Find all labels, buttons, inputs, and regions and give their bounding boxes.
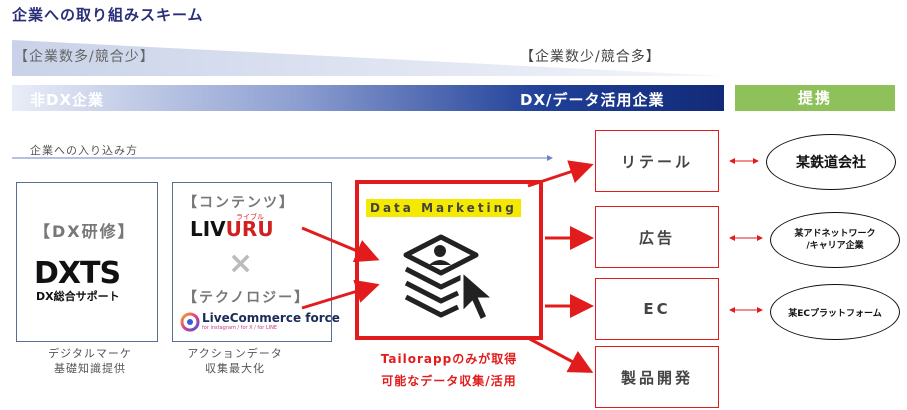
page-title: 企業への取り組みスキーム [12,6,204,24]
dx-training-caption-line1: デジタルマーケ [48,347,132,360]
arrow-dm-to-retail [527,160,594,188]
livuru-logo-small: ライブル [236,213,264,221]
livecommerce-logo-text: LiveCommerce force [202,311,340,325]
category-ec: EC [595,278,719,340]
livuru-logo: LIVURU [190,217,274,241]
category-advertising: 広告 [595,206,719,268]
livecommerce-logo-sub: for instagram / for X / for LINE [202,325,278,331]
dx-training-box [16,182,158,342]
contents-label: 【コンテンツ】 [183,195,295,211]
data-stack-cursor-icon [403,234,498,324]
approach-label: 企業への入り込み方 [30,144,138,157]
dxts-logo-sub: DX総合サポート [36,290,120,303]
arrow-livecommerce-to-dm [301,279,380,310]
category-product-development: 製品開発 [595,346,719,408]
partner-adnetwork-line2: /キャリア企業 [806,241,864,251]
arrow-livuru-to-dm [301,226,380,263]
dxts-logo: DXTS [34,256,121,291]
livuru-logo-accent: URU [225,217,274,241]
data-marketing-label: Data Marketing [366,199,521,217]
scale-label-few: 【企業数少/競合多】 [520,49,661,65]
arrow-dm-to-product [527,336,594,373]
dx-gradient-bar [12,85,724,111]
scale-wedge [12,40,724,76]
livecommerce-logo-icon [180,312,200,332]
data-marketing-caption: Tailorappのみが取得 可能なデータ収集/活用 [355,348,543,392]
cross-icon: × [228,246,254,281]
scale-label-many: 【企業数多/競合少】 [14,49,155,65]
dx-training-caption: デジタルマーケ 基礎知識提供 [26,346,154,376]
dx-training-label: 【DX研修】 [34,222,136,241]
data-marketing-caption-line1: Tailorappのみが取得 [380,352,518,366]
livuru-logo-main: LIV [190,217,226,241]
partner-adnetwork-line1: 某アドネットワーク [794,229,876,239]
partner-ec-platform: 某ECプラットフォーム [770,284,900,340]
dx-label: DX/データ活用企業 [520,91,665,109]
contents-tech-caption-line2: 収集最大化 [205,362,265,375]
partner-railway: 某鉄道会社 [766,134,896,190]
partner-adnetwork: 某アドネットワーク /キャリア企業 [770,212,900,268]
technology-label: 【テクノロジー】 [183,290,311,306]
contents-tech-caption-line1: アクションデータ [187,347,283,360]
dx-training-caption-line2: 基礎知識提供 [54,362,126,375]
partner-header: 提携 [735,85,895,111]
non-dx-label: 非DX企業 [30,91,105,109]
data-marketing-caption-line2: 可能なデータ収集/活用 [381,374,517,388]
category-retail: リテール [595,130,719,192]
contents-tech-caption: アクションデータ 収集最大化 [172,346,298,376]
contents-tech-box [172,182,332,342]
